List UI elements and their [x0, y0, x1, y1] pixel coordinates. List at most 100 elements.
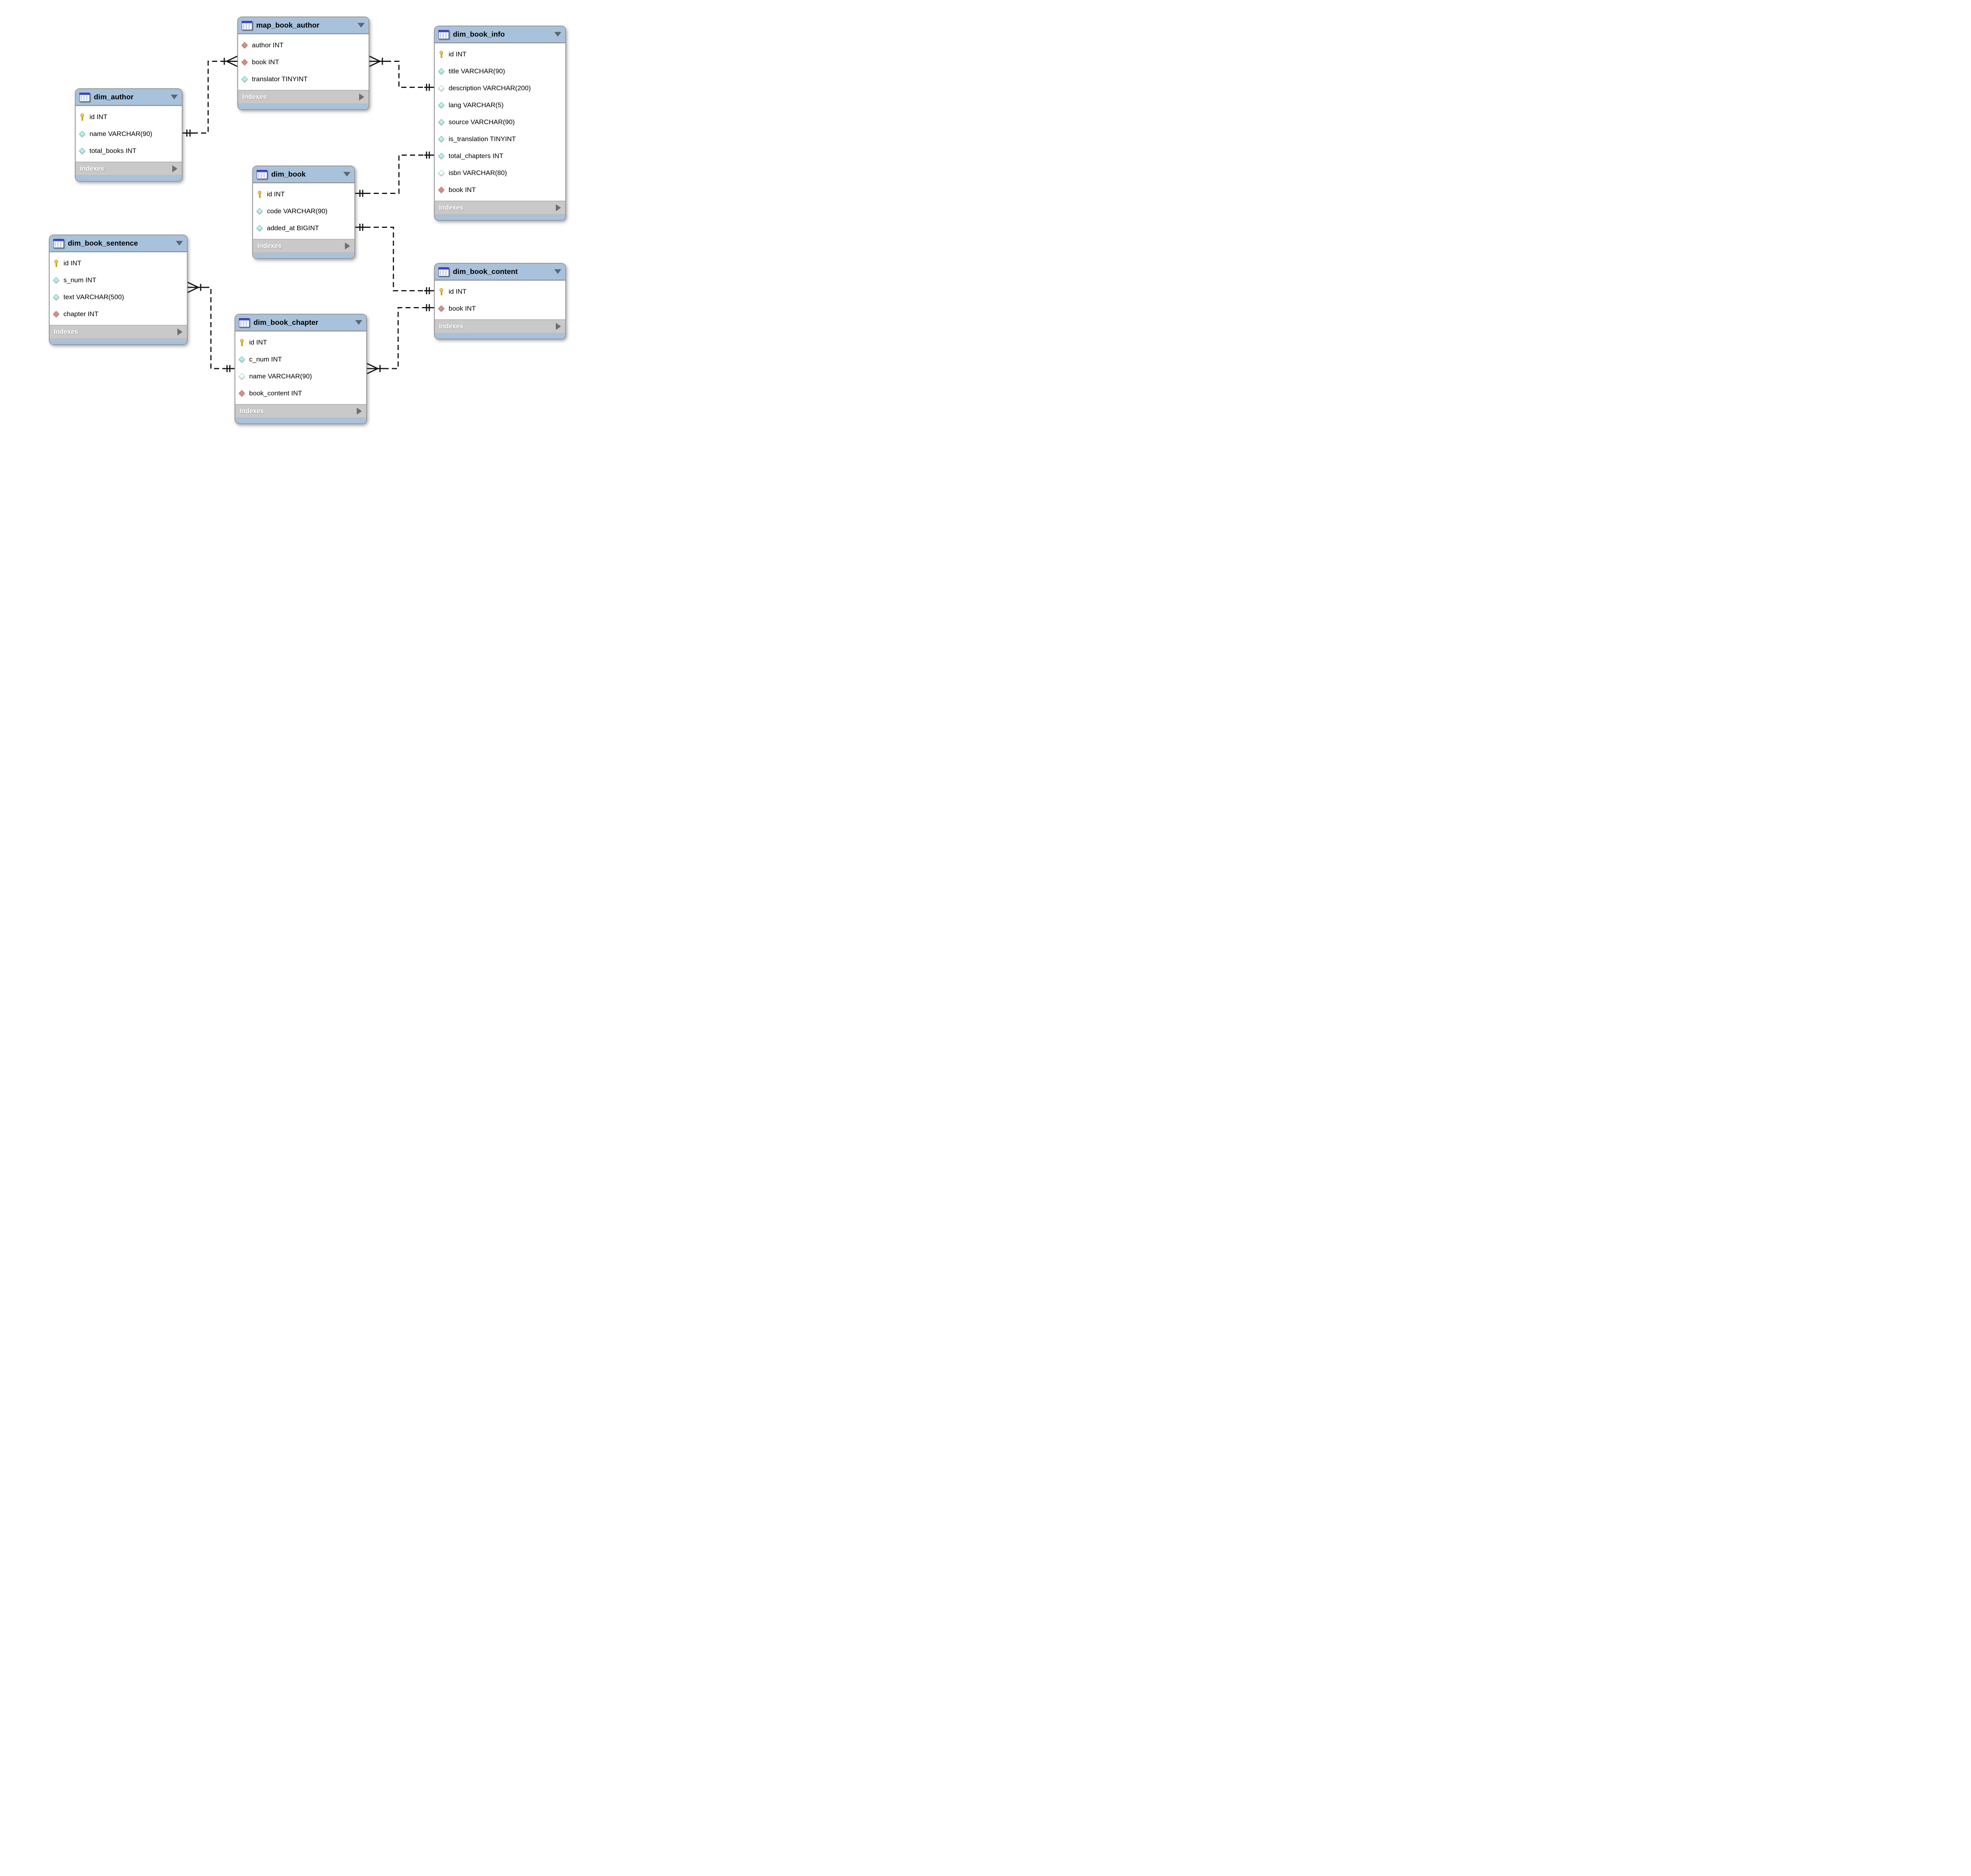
primary-key-icon	[239, 339, 245, 347]
foreign-key-diamond-icon	[242, 41, 248, 49]
table-dim_book_content[interactable]: dim_book_content id INT book INT Indexes	[434, 263, 566, 339]
indexes-expand-icon[interactable]	[556, 204, 561, 211]
column-label: c_num INT	[249, 356, 282, 363]
indexes-expand-icon[interactable]	[172, 165, 177, 172]
column-label: name VARCHAR(90)	[249, 373, 312, 380]
attribute-diamond-icon	[239, 356, 245, 363]
table-dim_book[interactable]: dim_book id INT code VARCHAR(90) added_a…	[252, 166, 355, 259]
primary-key-icon	[438, 50, 445, 58]
attribute-diamond-icon	[53, 276, 60, 284]
table-columns: id INT title VARCHAR(90) description VAR…	[435, 43, 565, 201]
column-row: added_at BIGINT	[253, 220, 354, 237]
indexes-bar[interactable]: Indexes	[235, 404, 366, 417]
column-row: c_num INT	[235, 351, 366, 368]
column-label: description VARCHAR(200)	[449, 84, 531, 92]
table-dim_author[interactable]: dim_author id INT name VARCHAR(90) total…	[75, 88, 183, 182]
indexes-expand-icon[interactable]	[556, 323, 561, 330]
column-label: book_content INT	[249, 389, 302, 397]
indexes-bar[interactable]: Indexes	[253, 239, 354, 252]
attribute-diamond-outline-icon	[239, 373, 245, 380]
relationship-dim_book_sentence-dim_book_chapter[interactable]	[187, 281, 235, 372]
collapse-triangle-icon[interactable]	[343, 172, 350, 177]
indexes-bar[interactable]: Indexes	[50, 325, 187, 338]
column-row: total_books INT	[76, 142, 182, 159]
table-header[interactable]: dim_book_info	[435, 26, 565, 43]
table-title: dim_book_sentence	[68, 239, 138, 247]
relationship-line	[384, 307, 424, 369]
table-title: dim_book	[271, 170, 306, 178]
indexes-expand-icon[interactable]	[359, 93, 364, 101]
column-label: id INT	[63, 259, 82, 267]
attribute-diamond-icon	[242, 75, 248, 83]
relationship-dim_book-dim_book_content[interactable]	[355, 224, 434, 294]
table-icon	[438, 30, 449, 39]
table-map_book_author[interactable]: map_book_author author INT book INT tran…	[237, 17, 369, 110]
attribute-diamond-icon	[438, 101, 445, 109]
column-row: book_content INT	[235, 385, 366, 402]
attribute-diamond-icon	[438, 152, 445, 160]
relationship-cardinality-marks	[355, 224, 434, 294]
relationship-dim_book_chapter-dim_book_content[interactable]	[367, 304, 434, 374]
relationship-cardinality-marks	[183, 56, 238, 137]
column-label: total_chapters INT	[449, 152, 503, 160]
column-row: id INT	[235, 334, 366, 351]
attribute-diamond-icon	[257, 224, 263, 232]
indexes-label: Indexes	[439, 322, 464, 330]
relationship-dim_book-dim_book_info[interactable]	[355, 151, 434, 197]
column-label: title VARCHAR(90)	[449, 67, 505, 75]
indexes-label: Indexes	[240, 407, 264, 415]
collapse-triangle-icon[interactable]	[355, 320, 362, 325]
table-title: dim_book_info	[453, 30, 505, 38]
collapse-triangle-icon[interactable]	[358, 23, 365, 28]
primary-key-icon	[79, 113, 86, 121]
relationship-line	[365, 155, 424, 194]
collapse-triangle-icon[interactable]	[554, 269, 561, 274]
column-row: id INT	[50, 255, 187, 272]
indexes-expand-icon[interactable]	[345, 242, 350, 250]
foreign-key-diamond-icon	[438, 305, 445, 313]
table-dim_book_chapter[interactable]: dim_book_chapter id INT c_num INT name V…	[235, 314, 367, 424]
table-header[interactable]: dim_book_chapter	[235, 315, 366, 332]
collapse-triangle-icon[interactable]	[554, 32, 561, 37]
column-label: name VARCHAR(90)	[89, 130, 153, 138]
table-header[interactable]: dim_book_sentence	[50, 235, 187, 252]
foreign-key-diamond-icon	[438, 186, 445, 194]
collapse-triangle-icon[interactable]	[176, 241, 183, 246]
indexes-expand-icon[interactable]	[177, 328, 183, 335]
table-header[interactable]: map_book_author	[238, 17, 369, 34]
column-row: id INT	[435, 283, 565, 300]
relationship-map_book_author-dim_book_info[interactable]	[369, 56, 434, 91]
table-header[interactable]: dim_author	[76, 89, 182, 106]
collapse-triangle-icon[interactable]	[171, 95, 178, 99]
column-label: s_num INT	[63, 276, 97, 284]
table-columns: id INT s_num INT text VARCHAR(500) chapt…	[50, 252, 187, 325]
column-row: name VARCHAR(90)	[235, 368, 366, 385]
eer-diagram-canvas[interactable]: map_book_author author INT book INT tran…	[0, 0, 627, 469]
column-label: is_translation TINYINT	[449, 135, 516, 143]
column-row: book INT	[435, 181, 565, 198]
table-dim_book_info[interactable]: dim_book_info id INT title VARCHAR(90) d…	[434, 26, 566, 221]
indexes-expand-icon[interactable]	[357, 408, 362, 415]
table-columns: author INT book INT translator TINYINT	[238, 34, 369, 90]
table-footer	[238, 103, 369, 109]
primary-key-icon	[438, 288, 445, 296]
indexes-bar[interactable]: Indexes	[76, 162, 182, 175]
column-row: chapter INT	[50, 306, 187, 322]
table-dim_book_sentence[interactable]: dim_book_sentence id INT s_num INT text …	[49, 235, 188, 345]
table-header[interactable]: dim_book	[253, 166, 354, 183]
relationship-cardinality-marks	[187, 281, 235, 372]
table-footer	[435, 333, 565, 339]
indexes-bar[interactable]: Indexes	[435, 319, 565, 333]
table-header[interactable]: dim_book_content	[435, 264, 565, 281]
relationship-cardinality-marks	[369, 56, 434, 91]
column-label: id INT	[249, 339, 267, 346]
table-title: dim_book_chapter	[253, 318, 319, 326]
column-row: translator TINYINT	[238, 71, 369, 88]
indexes-bar[interactable]: Indexes	[435, 201, 565, 214]
column-row: lang VARCHAR(5)	[435, 97, 565, 114]
table-title: dim_author	[94, 93, 134, 101]
indexes-bar[interactable]: Indexes	[238, 90, 369, 103]
indexes-label: Indexes	[242, 93, 267, 101]
column-row: s_num INT	[50, 272, 187, 289]
relationship-dim_author-map_book_author[interactable]	[183, 56, 238, 137]
